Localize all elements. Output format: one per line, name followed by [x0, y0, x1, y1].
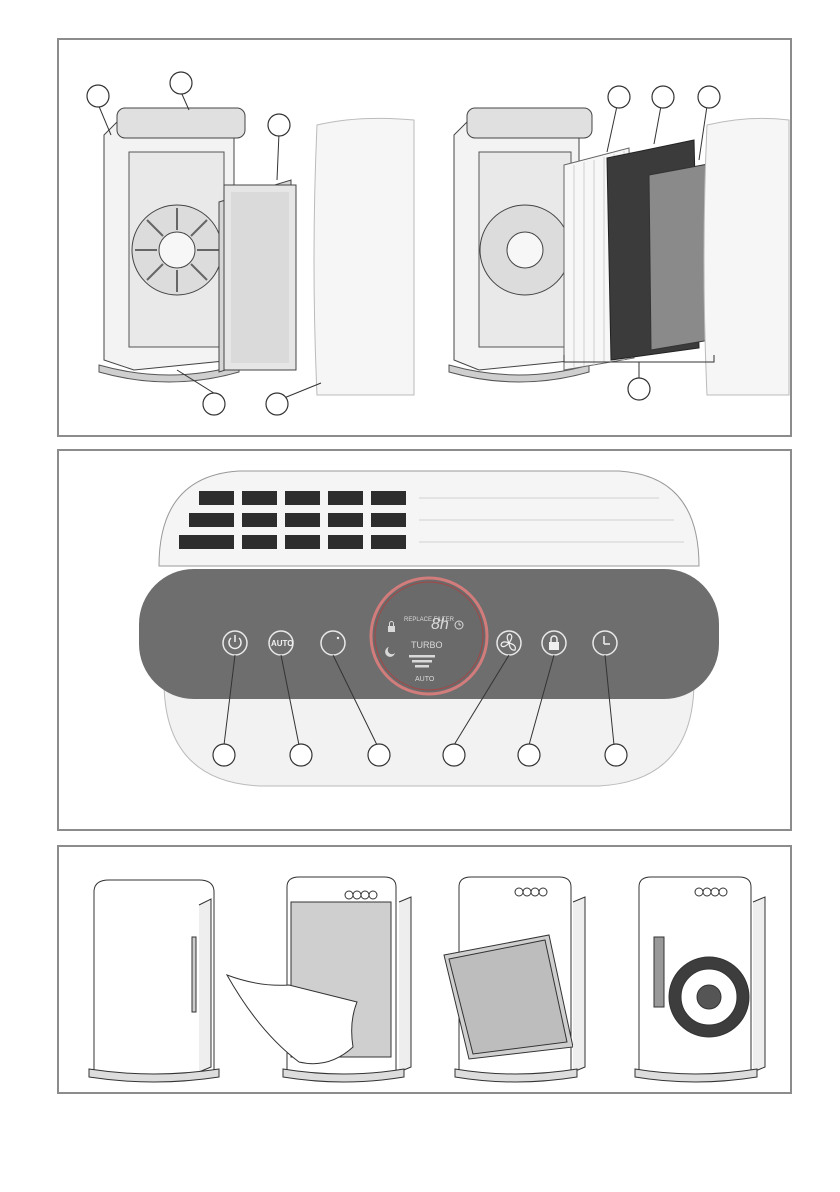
air-outlet-grille: [159, 471, 699, 566]
step-2-cover-removed: [227, 877, 411, 1082]
callout-circle: [605, 744, 627, 766]
turbo-indicator: TURBO: [411, 640, 443, 650]
callout-circle: [170, 72, 192, 94]
filter-replacement-steps-svg: [59, 847, 794, 1096]
filter-replacement-steps-panel: [57, 845, 792, 1094]
timer-digits: 8h: [431, 616, 449, 633]
exploded-view-panel: [57, 38, 792, 437]
callout-circle: [290, 744, 312, 766]
exploded-view-figure: [59, 40, 794, 439]
auto-indicator: AUTO: [415, 676, 435, 683]
callout-circle: [368, 744, 390, 766]
callout-circle: [203, 393, 225, 415]
callout-circle: [87, 85, 109, 107]
control-panel-svg: REPLACE FILTER 8h TURBO AUTO: [59, 451, 794, 833]
callout-circle: [443, 744, 465, 766]
callout-circle: [608, 86, 630, 108]
callout-circle: [652, 86, 674, 108]
step-4-open-unit: [635, 877, 765, 1082]
step-3-filter-removed: [444, 877, 585, 1082]
callout-circle: [518, 744, 540, 766]
front-cover-right: [704, 118, 789, 395]
pre-filter: [219, 180, 296, 372]
callout-circle: [628, 378, 650, 400]
callout-circle: [268, 114, 290, 136]
callout-circle: [698, 86, 720, 108]
auto-button-label: AUTO: [271, 639, 294, 648]
front-cover: [314, 118, 414, 395]
callout-circle: [266, 393, 288, 415]
callout-circle: [213, 744, 235, 766]
control-panel-figure: REPLACE FILTER 8h TURBO AUTO: [57, 449, 792, 831]
step-1-closed-unit: [89, 880, 219, 1082]
